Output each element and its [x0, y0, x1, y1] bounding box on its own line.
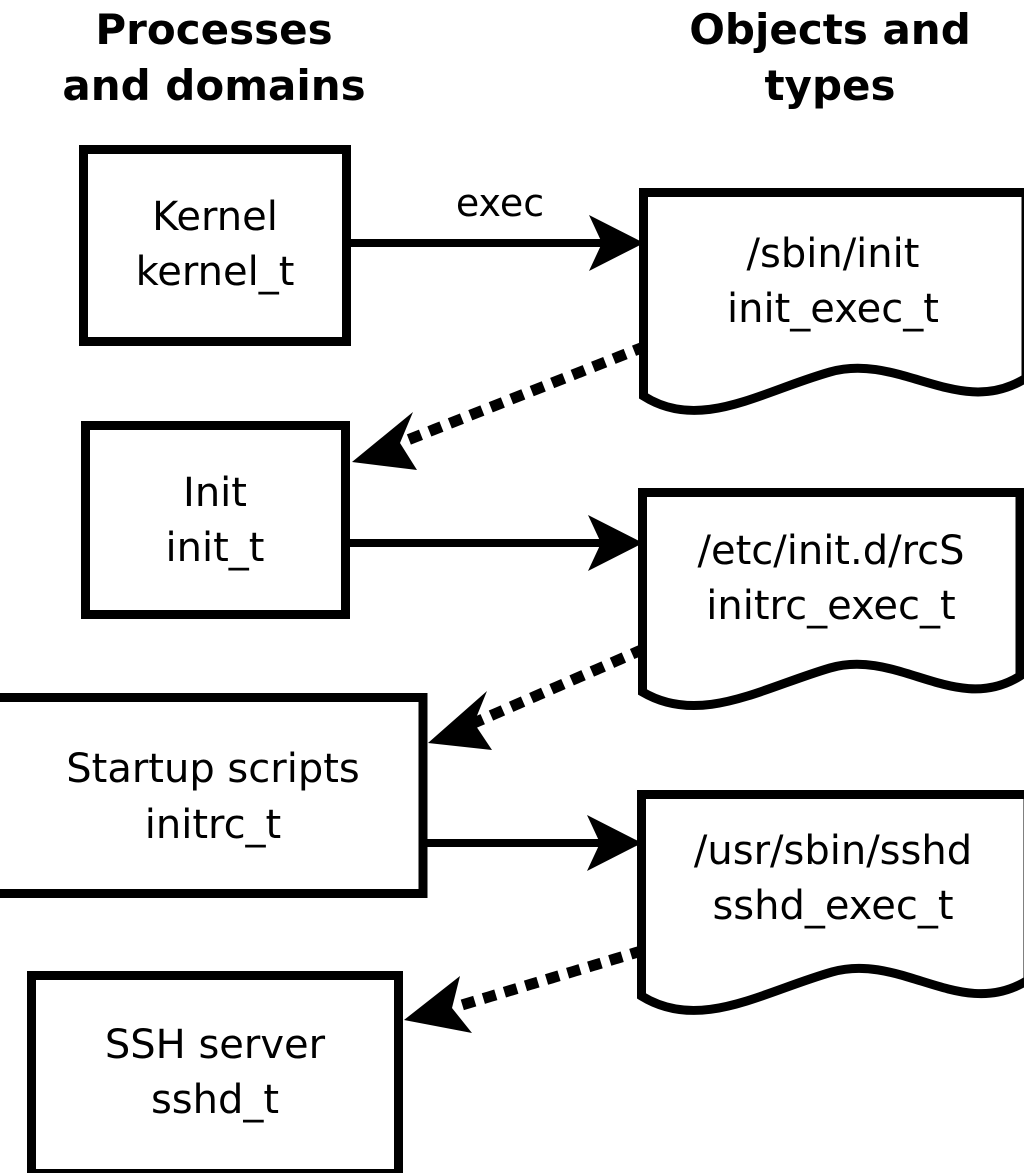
- edge-sshd-exec-to-sshd-arrowhead: [404, 976, 472, 1033]
- objects-header-line2: types: [764, 61, 895, 110]
- edge-initrc-exec-sshd-exec[interactable]: [423, 815, 642, 871]
- edge-initrc-exec-to-initrc-line[interactable]: [466, 643, 647, 731]
- processes-header-line1: Processes: [95, 5, 332, 54]
- node-init-exec-line2: init_exec_t: [727, 286, 939, 332]
- edge-initrc-exec-to-initrc-arrowhead: [428, 691, 492, 750]
- edge-init-exec-initrc-exec[interactable]: [345, 515, 643, 571]
- processes-header-line2: and domains: [62, 61, 365, 110]
- node-sshd-exec[interactable]: /usr/sbin/sshd sshd_exec_t: [637, 790, 1024, 1015]
- node-init-shape[interactable]: [81, 421, 350, 619]
- node-sshd-exec-line2: sshd_exec_t: [712, 883, 953, 929]
- edge-init-exec-arrowhead: [588, 515, 643, 571]
- node-kernel-line2: kernel_t: [136, 249, 295, 295]
- node-initrc-exec-shape[interactable]: [638, 488, 1024, 711]
- edge-kernel-exec-label: exec: [456, 181, 544, 225]
- node-init-exec-shape[interactable]: [639, 188, 1024, 415]
- node-init[interactable]: Init init_t: [81, 421, 350, 619]
- node-init-exec[interactable]: /sbin/init init_exec_t: [639, 188, 1024, 415]
- column-header-objects: Objects and types: [689, 5, 971, 110]
- edge-kernel-exec-arrowhead: [589, 215, 644, 271]
- edge-sshd-exec-to-sshd-line[interactable]: [445, 945, 645, 1015]
- node-startup-scripts-shape[interactable]: [0, 693, 428, 898]
- node-init-line2: init_t: [166, 525, 265, 571]
- edge-sshd-exec-to-sshd[interactable]: [404, 945, 645, 1033]
- node-init-exec-line1: /sbin/init: [747, 231, 920, 277]
- node-sshd-exec-line1: /usr/sbin/sshd: [694, 828, 972, 874]
- node-startup-scripts-line2: initrc_t: [145, 802, 282, 848]
- node-ssh-server-line2: sshd_t: [151, 1077, 279, 1123]
- node-ssh-server-line1: SSH server: [105, 1022, 326, 1068]
- node-ssh-server[interactable]: SSH server sshd_t: [27, 971, 403, 1173]
- edge-kernel-exec-init-exec[interactable]: exec: [346, 181, 644, 271]
- node-kernel-line1: Kernel: [152, 194, 278, 240]
- node-initrc-exec-line1: /etc/init.d/rcS: [697, 528, 964, 574]
- edge-initrc-exec-to-initrc[interactable]: [428, 643, 647, 750]
- edge-initrc-exec-arrowhead: [587, 815, 642, 871]
- node-ssh-server-shape[interactable]: [27, 971, 403, 1173]
- node-kernel[interactable]: Kernel kernel_t: [79, 145, 351, 346]
- edge-init-exec-to-init-line[interactable]: [392, 340, 649, 451]
- edge-init-exec-to-init-arrowhead: [352, 412, 417, 470]
- objects-header-line1: Objects and: [689, 5, 971, 54]
- node-init-line1: Init: [183, 470, 247, 516]
- edge-init-exec-to-init[interactable]: [352, 340, 649, 470]
- node-sshd-exec-shape[interactable]: [637, 790, 1024, 1015]
- node-initrc-exec-line2: initrc_exec_t: [706, 583, 955, 629]
- node-kernel-shape[interactable]: [79, 145, 351, 346]
- node-startup-scripts-line1: Startup scripts: [66, 746, 359, 792]
- node-startup-scripts[interactable]: Startup scripts initrc_t: [0, 693, 428, 898]
- column-header-processes: Processes and domains: [62, 5, 365, 110]
- node-initrc-exec[interactable]: /etc/init.d/rcS initrc_exec_t: [638, 488, 1024, 711]
